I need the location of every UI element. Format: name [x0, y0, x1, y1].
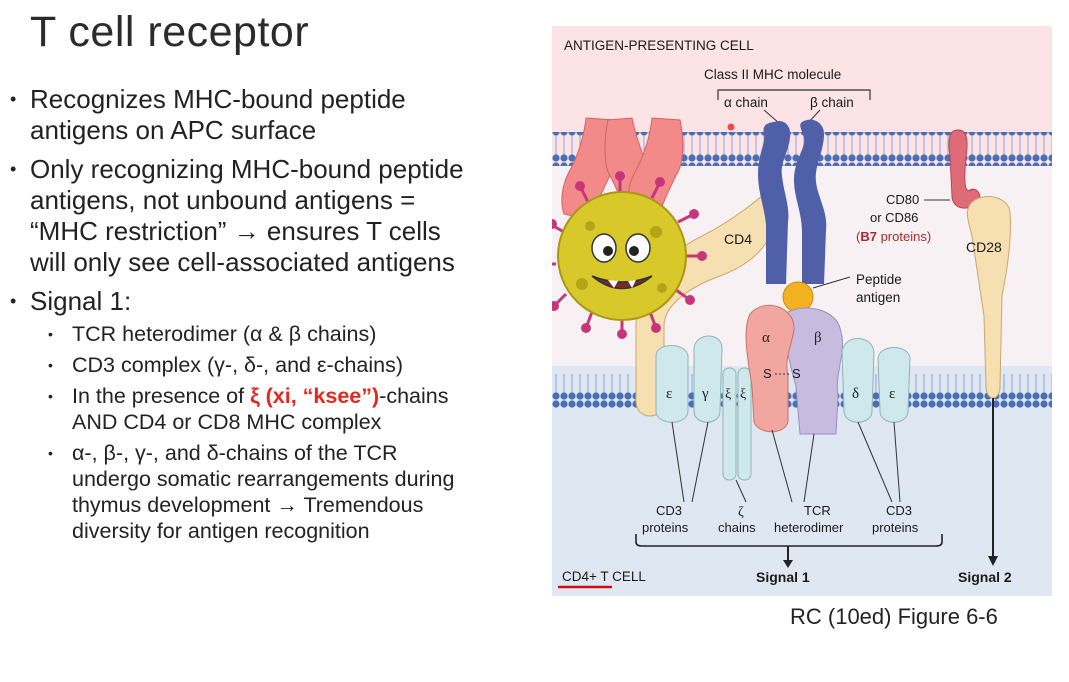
alpha-chain-label: α chain — [724, 95, 768, 110]
signal1-arrow-icon — [783, 560, 793, 568]
svg-text:ε: ε — [666, 386, 672, 402]
tcell-label: CD4+ T CELL — [562, 569, 646, 584]
bullet-dot-icon: • — [10, 159, 17, 179]
b7-label: (B7 proteins) — [856, 229, 931, 244]
tcr-alpha-chain — [745, 304, 795, 433]
cd28-label: CD28 — [966, 239, 1002, 255]
bullet-dot-icon: • — [48, 326, 53, 342]
bullet-text: Signal 1: — [30, 286, 132, 316]
peptide-label: Peptide — [856, 272, 902, 287]
svg-text:proteins: proteins — [642, 520, 689, 535]
cd3-gamma — [693, 335, 723, 423]
bullet-dot-icon: • — [48, 388, 53, 404]
cd28-molecule — [966, 196, 1012, 399]
bullet-text: Recognizes MHC-bound peptide antigens on… — [30, 84, 406, 145]
cd3-delta — [841, 338, 875, 423]
svg-text:γ: γ — [701, 386, 709, 402]
b7-molecule — [948, 129, 981, 209]
sub-bullet-text-start: In the presence of — [72, 384, 251, 408]
signal2-arrow-icon — [988, 556, 998, 566]
svg-text:α: α — [762, 330, 770, 346]
zeta-chain-2 — [737, 367, 752, 481]
xi-highlight: ξ (xi, “ksee”) — [250, 384, 380, 408]
mhc-bracket — [717, 89, 871, 100]
slide-title: T cell receptor — [30, 8, 310, 56]
figure-caption: RC (10ed) Figure 6-6 — [790, 604, 998, 629]
bullet-item: • Only recognizing MHC-bound peptide ant… — [10, 154, 480, 278]
sub-bullet-text: CD3 complex (γ-, δ-, and ε-chains) — [72, 353, 404, 377]
svg-text:heterodimer: heterodimer — [774, 520, 844, 535]
cd4-label: CD4 — [724, 231, 752, 247]
svg-text:S: S — [763, 366, 772, 381]
beta-chain-label: β chain — [810, 95, 854, 110]
sub-bullet-item: • TCR heterodimer (α & β chains) — [48, 321, 480, 347]
sub-bullet-text: In the presence of ξ (xi, “ksee”)-chains… — [72, 383, 480, 435]
virus-icon — [552, 171, 707, 339]
sub-bullet-item: • In the presence of ξ (xi, “ksee”)-chai… — [48, 383, 480, 435]
zeta-chain-1 — [722, 367, 737, 481]
bullet-text: Only recognizing MHC-bound peptide antig… — [30, 154, 464, 277]
bullet-dot-icon: • — [48, 357, 53, 373]
svg-text:ξ: ξ — [740, 387, 746, 402]
svg-text:CD3: CD3 — [656, 503, 682, 518]
sub-bullet-item: • α-, β-, γ-, and δ-chains of the TCR un… — [48, 440, 480, 544]
cd3-epsilon-left — [655, 345, 689, 423]
mhc-alpha-chain — [758, 120, 791, 285]
cd3-epsilon-right — [877, 347, 911, 423]
mhc-label: Class II MHC molecule — [704, 67, 841, 82]
svg-text:TCR: TCR — [804, 503, 831, 518]
mhc-beta-chain — [794, 119, 827, 284]
sub-bullet-text-end: -chains AND CD4 or CD8 MHC complex — [72, 384, 449, 434]
cd86-label: or CD86 — [870, 210, 918, 225]
sub-bullet-text: α-, β-, γ-, and δ-chains of the TCR unde… — [72, 441, 455, 543]
svg-text:ζ: ζ — [738, 505, 744, 520]
bullet-item: • Recognizes MHC-bound peptide antigens … — [10, 84, 480, 146]
svg-text:CD3: CD3 — [886, 503, 912, 518]
bullet-dot-icon: • — [10, 89, 17, 109]
svg-text:δ: δ — [852, 386, 859, 402]
svg-text:ε: ε — [889, 386, 895, 402]
tcr-figure: ANTIGEN-PRESENTING CELL Class II MHC mol… — [552, 26, 1052, 596]
apc-label: ANTIGEN-PRESENTING CELL — [564, 38, 754, 53]
svg-text:ξ: ξ — [725, 387, 731, 402]
bullet-dot-icon: • — [10, 291, 17, 311]
sub-bullet-text: TCR heterodimer (α & β chains) — [72, 322, 377, 346]
signal1-label: Signal 1 — [756, 569, 810, 585]
bullet-dot-icon: • — [48, 445, 53, 461]
svg-text:S: S — [792, 366, 801, 381]
svg-text:proteins: proteins — [872, 520, 919, 535]
bullet-list: • Recognizes MHC-bound peptide antigens … — [10, 84, 480, 549]
svg-text:chains: chains — [718, 520, 756, 535]
signal2-label: Signal 2 — [958, 569, 1012, 585]
cd80-label: CD80 — [886, 192, 919, 207]
bullet-item: • Signal 1: — [10, 286, 480, 317]
svg-text:β: β — [814, 330, 822, 346]
peptide-label: antigen — [856, 290, 900, 305]
sub-bullet-item: • CD3 complex (γ-, δ-, and ε-chains) — [48, 352, 480, 378]
